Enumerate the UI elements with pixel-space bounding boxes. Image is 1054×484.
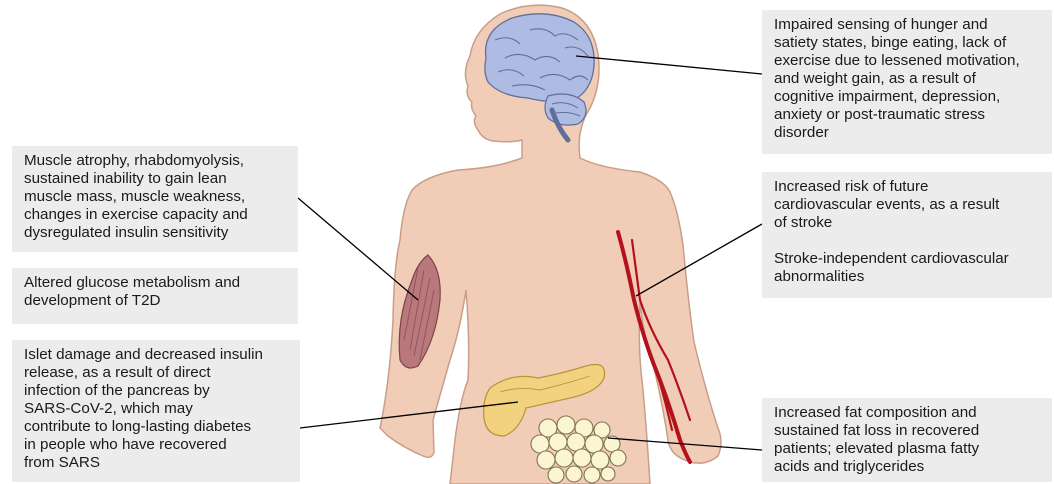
brain-effects-box: Impaired sensing of hunger and satiety s… bbox=[762, 10, 1052, 154]
pancreas-text-1: Islet damage and decreased insulin bbox=[24, 346, 288, 364]
muscle-text-1: Muscle atrophy, rhabdomyolysis, bbox=[24, 152, 286, 170]
fat-text-2: sustained fat loss in recovered bbox=[774, 422, 1040, 440]
glucose-effects-box: Altered glucose metabolism and developme… bbox=[12, 268, 298, 324]
cardio-text-1: Increased risk of future bbox=[774, 178, 1040, 196]
brain-text-7: disorder bbox=[774, 124, 1040, 142]
pancreas-text-4: SARS-CoV-2, which may bbox=[24, 400, 288, 418]
brain-text-3: exercise due to lessened motivation, bbox=[774, 52, 1040, 70]
pancreas-text-2: release, as a result of direct bbox=[24, 364, 288, 382]
pancreas-text-7: from SARS bbox=[24, 454, 288, 472]
brain-text-5: cognitive impairment, depression, bbox=[774, 88, 1040, 106]
cardio-effects-box: Increased risk of future cardiovascular … bbox=[762, 172, 1052, 298]
fat-text-3: patients; elevated plasma fatty bbox=[774, 440, 1040, 458]
pancreas-text-3: infection of the pancreas by bbox=[24, 382, 288, 400]
cardio-text-5: abnormalities bbox=[774, 268, 1040, 286]
fat-text-1: Increased fat composition and bbox=[774, 404, 1040, 422]
cardio-text-4: Stroke-independent cardiovascular bbox=[774, 250, 1040, 268]
muscle-text-3: muscle mass, muscle weakness, bbox=[24, 188, 286, 206]
muscle-text-4: changes in exercise capacity and bbox=[24, 206, 286, 224]
fat-text-4: acids and triglycerides bbox=[774, 458, 1040, 476]
fat-effects-box: Increased fat composition and sustained … bbox=[762, 398, 1052, 482]
brain-text-4: and weight gain, as a result of bbox=[774, 70, 1040, 88]
brain-text-6: anxiety or post-traumatic stress bbox=[774, 106, 1040, 124]
glucose-text-2: development of T2D bbox=[24, 292, 286, 310]
brain-text-1: Impaired sensing of hunger and bbox=[774, 16, 1040, 34]
muscle-effects-box: Muscle atrophy, rhabdomyolysis, sustaine… bbox=[12, 146, 298, 252]
brain-text-2: satiety states, binge eating, lack of bbox=[774, 34, 1040, 52]
cardio-text-3: of stroke bbox=[774, 214, 1040, 232]
cardio-text-2: cardiovascular events, as a result bbox=[774, 196, 1040, 214]
muscle-text-5: dysregulated insulin sensitivity bbox=[24, 224, 286, 242]
glucose-text-1: Altered glucose metabolism and bbox=[24, 274, 286, 292]
pancreas-text-5: contribute to long-lasting diabetes bbox=[24, 418, 288, 436]
muscle-text-2: sustained inability to gain lean bbox=[24, 170, 286, 188]
pancreas-text-6: in people who have recovered bbox=[24, 436, 288, 454]
brain-leader-line bbox=[576, 56, 762, 74]
pancreas-effects-box: Islet damage and decreased insulin relea… bbox=[12, 340, 300, 482]
